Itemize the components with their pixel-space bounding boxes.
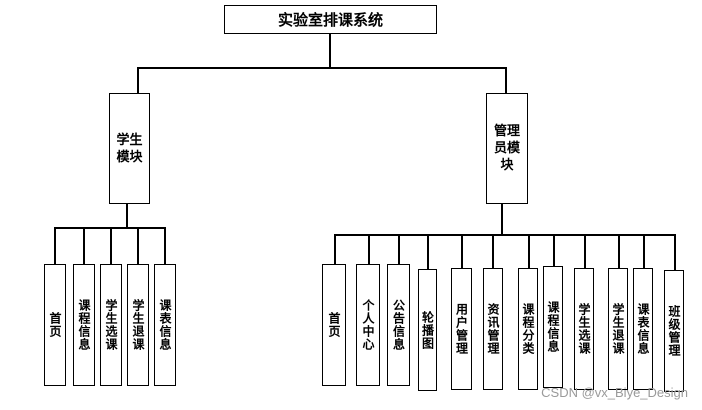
root-node: 实验室排课系统 (224, 5, 437, 34)
connector-line (584, 234, 586, 269)
admin-leaf-node: 课表信息 (633, 268, 653, 390)
student-module-label: 学生模块 (116, 132, 143, 165)
root-label: 实验室排课系统 (277, 11, 383, 29)
admin-leaf-node: 学生选课 (574, 268, 594, 390)
admin-leaf-label: 轮播图 (420, 310, 435, 350)
admin-leaf-label: 个人中心 (361, 299, 375, 351)
admin-leaf-node: 课程信息 (543, 266, 563, 388)
connector-line (618, 234, 620, 269)
watermark-text: CSDN @vx_Biye_Design (541, 385, 688, 400)
student-module-node: 学生模块 (109, 93, 150, 204)
connector-line (492, 234, 494, 269)
admin-leaf-label: 用户管理 (454, 303, 469, 355)
admin-leaf-label: 班级管理 (667, 305, 681, 357)
connector-line (674, 234, 676, 271)
admin-leaf-label: 首页 (327, 312, 341, 338)
connector-line (501, 204, 503, 235)
connector-line (126, 204, 128, 228)
connector-line (137, 67, 139, 94)
connector-line (427, 234, 429, 270)
admin-module-node: 管理员模块 (486, 93, 528, 204)
admin-leaf-label: 资讯管理 (486, 303, 500, 355)
connector-line (83, 227, 85, 265)
connector-line (334, 234, 336, 265)
student-leaf-label: 首页 (48, 312, 62, 338)
student-leaf-node: 课程信息 (73, 264, 95, 386)
connector-line (643, 234, 645, 269)
admin-leaf-label: 公告信息 (391, 299, 406, 351)
admin-leaf-node: 轮播图 (418, 269, 437, 391)
connector-line (528, 234, 530, 269)
connector-line (329, 32, 331, 68)
admin-leaf-label: 课程分类 (521, 303, 535, 355)
student-leaf-node: 学生选课 (100, 264, 122, 386)
admin-leaf-node: 用户管理 (451, 268, 472, 390)
connector-line (461, 234, 463, 269)
admin-leaf-label: 课程信息 (546, 301, 560, 353)
admin-leaf-label: 学生选课 (577, 303, 591, 355)
admin-leaf-node: 个人中心 (356, 264, 380, 386)
student-leaf-label: 课程信息 (77, 299, 91, 351)
admin-leaf-node: 班级管理 (664, 270, 684, 392)
admin-leaf-node: 公告信息 (387, 264, 410, 386)
connector-line (553, 234, 555, 267)
connector-line (164, 227, 166, 265)
admin-leaf-node: 资讯管理 (483, 268, 503, 390)
admin-module-label: 管理员模块 (493, 124, 520, 173)
admin-leaf-label: 课表信息 (636, 303, 650, 355)
student-leaf-label: 学生退课 (131, 299, 145, 351)
connector-line (54, 227, 56, 265)
admin-leaf-node: 课程分类 (518, 268, 538, 390)
admin-leaf-node: 首页 (322, 264, 346, 386)
connector-line (368, 234, 370, 265)
admin-leaf-label: 学生退课 (611, 303, 625, 355)
connector-line (334, 234, 675, 236)
connector-line (110, 227, 112, 265)
student-leaf-label: 课表信息 (158, 299, 172, 351)
student-leaf-node: 首页 (44, 264, 66, 386)
connector-line (137, 227, 139, 265)
student-leaf-label: 学生选课 (104, 299, 118, 351)
connector-line (505, 67, 507, 94)
connector-line (398, 234, 400, 265)
student-leaf-node: 课表信息 (154, 264, 176, 386)
student-leaf-node: 学生退课 (127, 264, 149, 386)
connector-line (137, 67, 506, 69)
admin-leaf-node: 学生退课 (608, 268, 628, 390)
